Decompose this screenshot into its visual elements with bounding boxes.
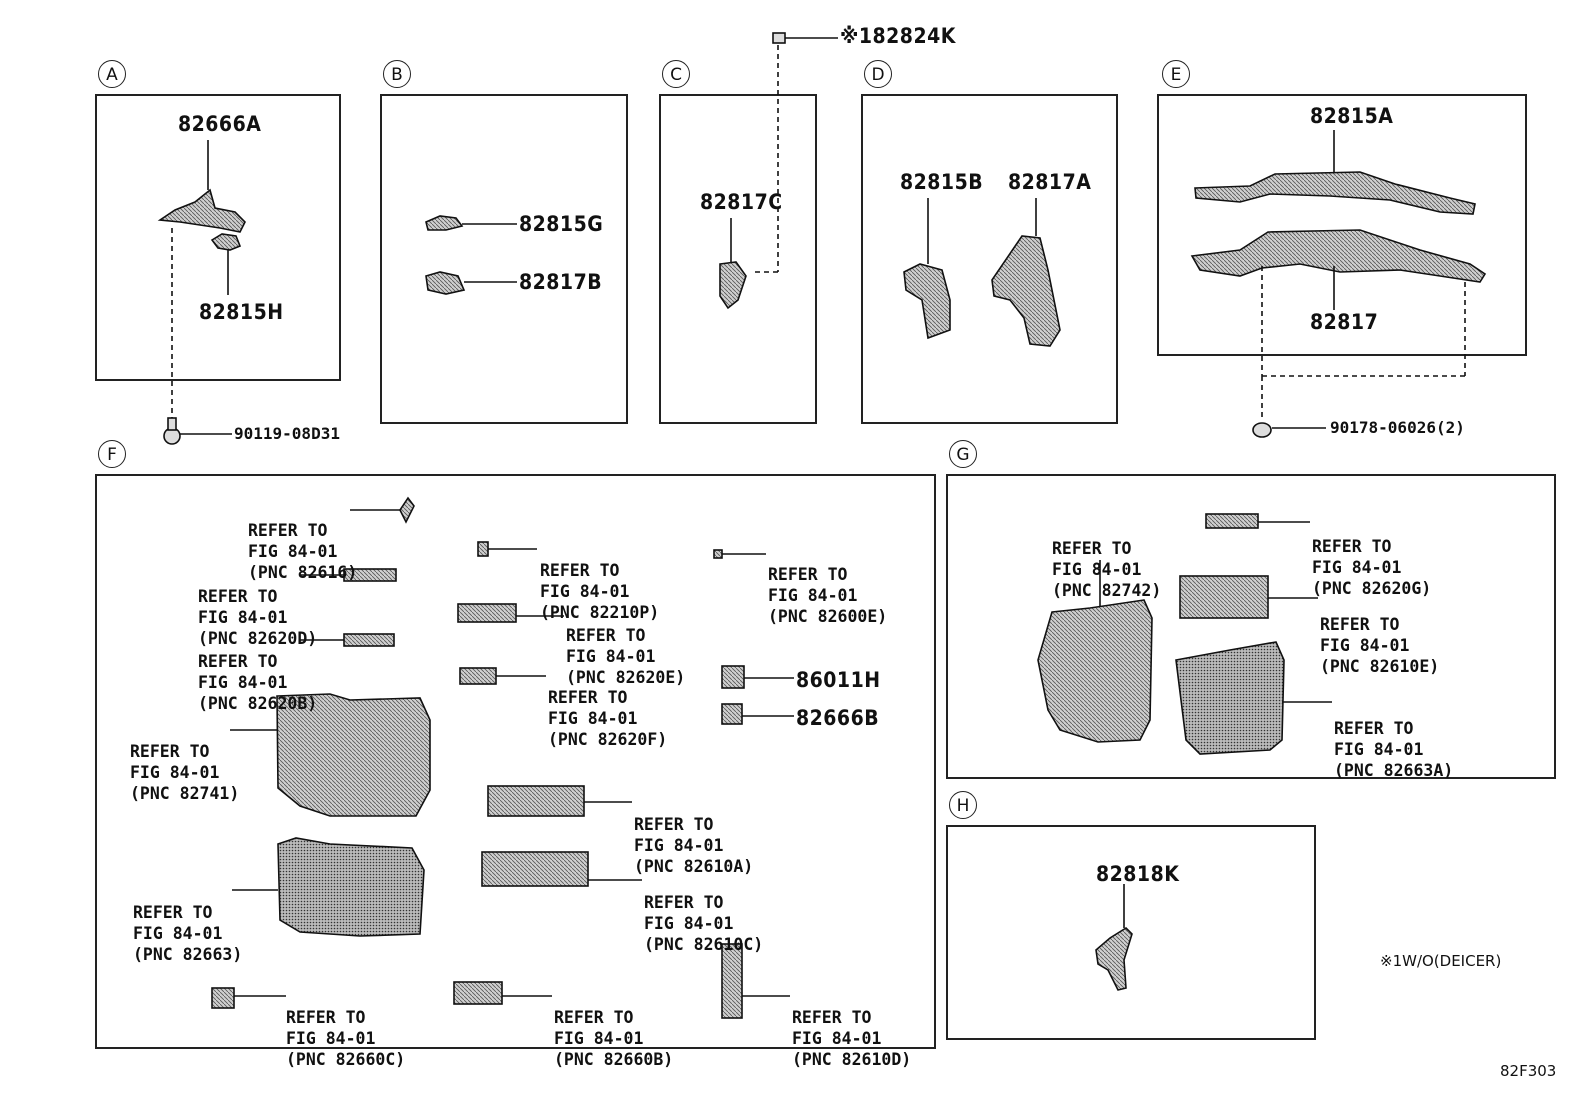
part-82817b-icon	[425, 271, 517, 295]
label-82666b: 82666B	[796, 706, 880, 730]
part-82610d-icon	[721, 943, 790, 1019]
panel-c	[659, 94, 817, 424]
label-82818k: 82818K	[1096, 862, 1180, 886]
part-82610e-icon	[1179, 575, 1318, 619]
label-86011h: 86011H	[796, 668, 881, 692]
label-82815g: 82815G	[519, 212, 604, 236]
panel-d	[861, 94, 1118, 424]
part-82660c-icon	[211, 987, 286, 1009]
label-82824k: ※182824K	[840, 24, 956, 48]
label-82666a: 82666A	[178, 112, 262, 136]
part-82620e-icon	[457, 603, 564, 623]
part-82666b-icon	[721, 703, 794, 725]
footnote-deicer: ※1W/O(DEICER)	[1380, 952, 1502, 970]
clip-90178-icon	[1252, 422, 1326, 438]
section-marker-a: A	[98, 60, 126, 88]
section-marker-h: H	[949, 791, 977, 819]
section-marker-g: G	[949, 440, 977, 468]
panel-h	[946, 825, 1316, 1040]
part-82620d-icon	[300, 568, 397, 582]
part-82817a-icon	[991, 198, 1061, 347]
section-marker-e: E	[1162, 60, 1190, 88]
part-82660b-icon	[453, 981, 552, 1005]
part-82610a-icon	[487, 785, 632, 817]
section-marker-b: B	[383, 60, 411, 88]
part-82600e-icon	[713, 549, 766, 559]
part-82620f-icon	[459, 667, 546, 685]
part-82663a-icon	[1175, 641, 1332, 755]
part-82817-icon	[1190, 229, 1487, 420]
label-82817c: 82817C	[700, 190, 783, 214]
label-82817a: 82817A	[1008, 170, 1092, 194]
part-82666a-icon	[157, 140, 246, 233]
part-82815b-icon	[903, 198, 951, 340]
bolt-82824k-icon	[752, 32, 838, 273]
label-82817b: 82817B	[519, 270, 603, 294]
part-82620b-icon	[300, 633, 395, 647]
part-82815h-icon	[210, 233, 242, 295]
panel-f	[95, 474, 936, 1049]
part-82741-icon	[230, 693, 431, 817]
section-marker-c: C	[662, 60, 690, 88]
part-82815a-icon	[1194, 130, 1476, 215]
part-82815g-icon	[425, 215, 517, 231]
figure-code: 82F303	[1500, 1062, 1557, 1080]
label-82817: 82817	[1310, 310, 1379, 334]
part-82817c-icon	[719, 218, 747, 310]
section-marker-d: D	[864, 60, 892, 88]
label-90178-06026: 90178-06026(2)	[1330, 418, 1465, 437]
part-82818k-icon	[1095, 884, 1133, 991]
part-82620g-icon	[1205, 513, 1310, 529]
part-82210p-icon	[477, 541, 537, 557]
label-82815b: 82815B	[900, 170, 984, 194]
bolt-90119-icon	[163, 417, 232, 445]
panel-b	[380, 94, 628, 424]
label-82815a: 82815A	[1310, 104, 1394, 128]
part-82616-icon	[350, 496, 415, 524]
part-82610c-icon	[481, 851, 642, 887]
part-86011h-icon	[721, 665, 794, 689]
label-90119-08d31: 90119-08D31	[234, 424, 340, 443]
section-marker-f: F	[98, 440, 126, 468]
part-82742-icon	[1037, 560, 1153, 743]
part-82663-icon	[232, 837, 425, 937]
label-82815h: 82815H	[199, 300, 284, 324]
